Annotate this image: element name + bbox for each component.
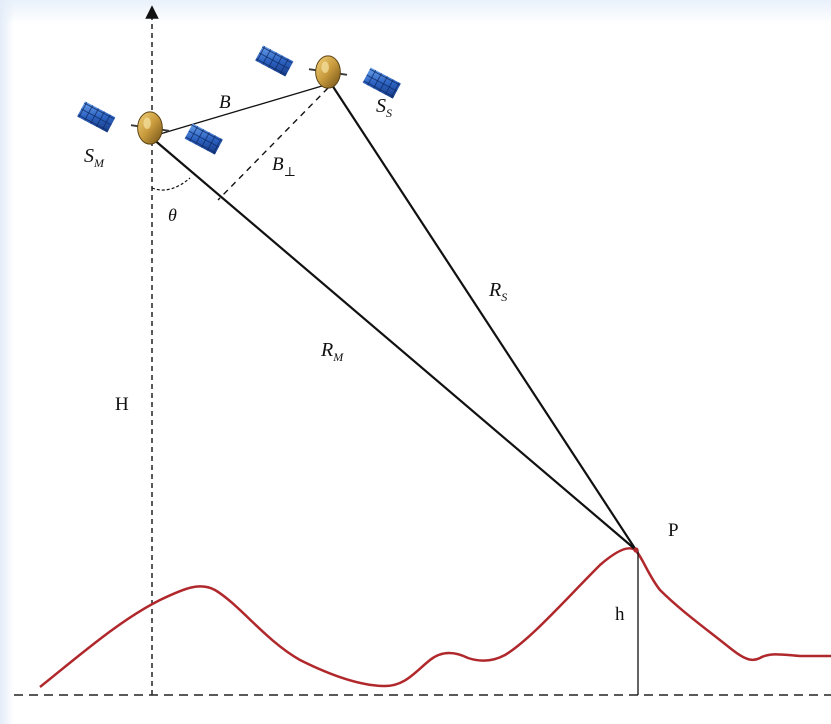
slave-range-label: RS xyxy=(488,279,507,304)
terrain-height-label: h xyxy=(615,604,625,625)
figure-border-shadow xyxy=(0,0,14,724)
target-point-label: P xyxy=(668,520,679,541)
slave-satellite-label: SS xyxy=(376,95,392,120)
perpendicular-baseline-line xyxy=(217,87,329,201)
target-point xyxy=(633,547,639,553)
look-angle-label: θ xyxy=(168,205,177,225)
slave-range-line xyxy=(329,81,637,551)
master-satellite-label: SM xyxy=(84,145,105,170)
master-satellite-icon xyxy=(76,100,224,156)
baseline-line xyxy=(159,85,323,135)
master-range-label: RM xyxy=(320,339,344,364)
baseline-label: B xyxy=(219,92,231,113)
slave-satellite-icon xyxy=(254,44,402,100)
terrain-profile xyxy=(39,547,831,688)
perpendicular-baseline-label: B⊥ xyxy=(272,154,296,179)
look-angle-arc xyxy=(151,177,191,191)
orbit-height-label: H xyxy=(115,394,129,415)
master-range-line xyxy=(151,137,637,551)
